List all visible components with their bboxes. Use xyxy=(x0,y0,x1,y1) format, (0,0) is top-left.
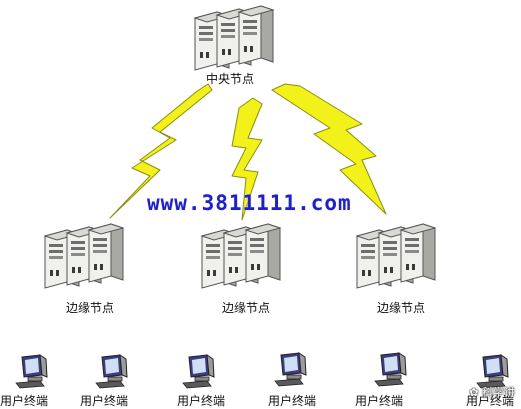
user-terminal-label: 用户终端 xyxy=(177,394,226,408)
edge-node-label: 边缘节点 xyxy=(377,301,426,315)
user-terminal-icon xyxy=(374,352,407,387)
lightning-link-icon xyxy=(271,83,387,215)
user-terminal-label: 用户终端 xyxy=(80,394,129,408)
watermark-icon: ✿ xyxy=(469,386,479,399)
edge-server-cluster-icon xyxy=(202,224,280,288)
user-terminal-label: 用户终端 xyxy=(355,394,404,408)
user-terminal-label: 用户终端 xyxy=(0,394,49,408)
watermark: ✿ 科学讲 xyxy=(469,384,515,400)
edge-server-cluster-icon xyxy=(357,224,435,288)
central-server-cluster-icon xyxy=(195,6,273,70)
website-url: www.3811111.com xyxy=(147,191,352,215)
user-terminal-icon xyxy=(182,354,215,389)
edge-node-label: 边缘节点 xyxy=(66,301,115,315)
user-terminal-icon xyxy=(15,354,48,389)
lightning-link-icon xyxy=(109,83,213,219)
central-node-label: 中央节点 xyxy=(206,72,255,86)
user-terminal-icon xyxy=(274,352,307,387)
edge-node-label: 边缘节点 xyxy=(222,301,271,315)
links-group xyxy=(109,83,387,221)
user-terminal-label: 用户终端 xyxy=(466,394,515,408)
user-terminal-icon xyxy=(95,354,128,389)
edge-server-cluster-icon xyxy=(45,224,123,288)
watermark-text: 科学讲 xyxy=(482,386,515,399)
lightning-link-icon xyxy=(231,97,263,221)
user-terminal-label: 用户终端 xyxy=(268,394,317,408)
